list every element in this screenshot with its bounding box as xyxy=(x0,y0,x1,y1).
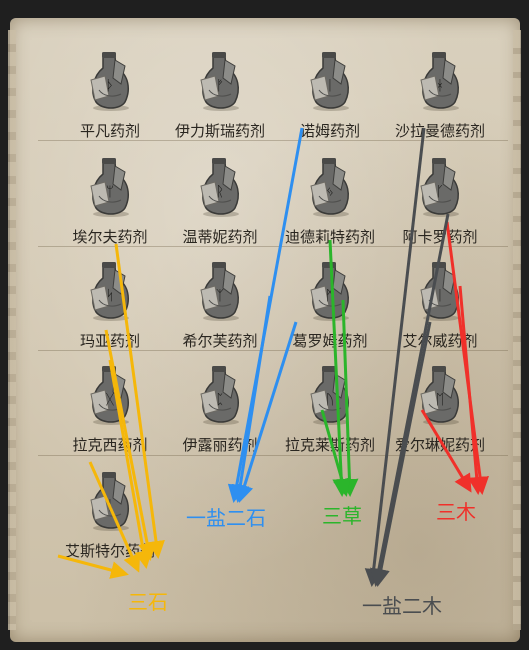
potion-name-label: 迪德莉特药剂 xyxy=(284,228,375,246)
potion-bottle-icon: ᛉ xyxy=(200,262,239,321)
potion-bottle-icon: ᛗ xyxy=(310,262,349,321)
potion-bottle-icon: ᚷ xyxy=(90,366,129,425)
potion-name-label: 埃尔夫药剂 xyxy=(72,228,148,246)
group-label-three-herb: 三草 xyxy=(322,504,362,528)
potion-slot[interactable]: ᛃ 迪德莉特药剂 xyxy=(275,148,385,252)
group-label-three-wood: 三木 xyxy=(436,500,476,524)
group-label-salt-two-stone: 一盐二石 xyxy=(186,506,266,530)
group-label-salt-two-wood: 一盐二木 xyxy=(362,594,442,618)
potion-rune-glyph: ᚴ xyxy=(436,184,444,200)
potion-name-label: 沙拉曼德药剂 xyxy=(394,122,485,140)
potion-slot[interactable]: ᚴ 阿卡罗药剂 xyxy=(385,148,495,252)
parchment-right-edge xyxy=(513,30,521,630)
potion-bottle-icon: ᚦ xyxy=(90,52,129,111)
potion-bottle-icon: ᚢ xyxy=(310,366,349,425)
potion-bottle-icon: ᛈ xyxy=(200,366,239,425)
potion-rune-glyph: ᛋ xyxy=(106,288,114,304)
potion-slot[interactable]: ᚼ 沙拉曼德药剂 xyxy=(385,42,495,146)
potion-name-label: 阿卡罗药剂 xyxy=(402,228,478,246)
potion-bottle-icon: ᚠ xyxy=(200,52,239,111)
potion-rune-glyph: ᛈ xyxy=(216,392,224,408)
potion-bottle-icon: ᛋ xyxy=(90,262,129,321)
potion-name-label: 艾尔威药剂 xyxy=(402,332,478,350)
potion-bottle-icon: ᛖ xyxy=(420,366,459,425)
potion-bottle-icon: ᚼ xyxy=(420,52,459,111)
potion-bottle-icon: ᚴ xyxy=(420,158,459,217)
potion-rune-glyph: ᛉ xyxy=(216,288,224,304)
potion-name-label: 爱尔琳妮药剂 xyxy=(394,436,485,454)
potion-rune-glyph: ᛗ xyxy=(326,288,334,304)
potion-bottle-icon: ᚾ xyxy=(90,472,129,531)
potion-bottle-icon: ᛁ xyxy=(310,52,349,111)
potion-slot[interactable]: ᛁ 艾尔威药剂 xyxy=(385,252,495,356)
potion-slot[interactable]: ᚾ 艾斯特尔药剂 xyxy=(55,462,165,566)
potion-bottle-icon: ᛁ xyxy=(420,262,459,321)
potion-rune-glyph: ᚼ xyxy=(436,78,444,94)
parchment-left-edge xyxy=(8,30,16,630)
potion-rune-glyph: ᚦ xyxy=(106,78,114,94)
potion-rune-glyph: ᚾ xyxy=(106,498,114,514)
potion-rune-glyph: ᚢ xyxy=(326,392,334,408)
potion-rune-glyph: ᚱ xyxy=(216,184,224,200)
group-label-three-stone: 三石 xyxy=(128,590,168,614)
potion-slot[interactable]: ᚦ 平凡药剂 xyxy=(55,42,165,146)
potion-rune-glyph: ᛁ xyxy=(326,78,334,94)
potion-name-label: 平凡药剂 xyxy=(79,122,140,140)
potion-rune-glyph: ᛁ xyxy=(436,288,444,304)
potion-rune-glyph: ᛘ xyxy=(106,184,114,200)
potion-slot[interactable]: ᛖ 爱尔琳妮药剂 xyxy=(385,356,495,460)
potion-rune-glyph: ᛖ xyxy=(436,392,444,408)
potion-rune-glyph: ᛃ xyxy=(326,184,334,200)
potion-slot[interactable]: ᛁ 诺姆药剂 xyxy=(275,42,385,146)
potion-name-label: 艾斯特尔药剂 xyxy=(64,542,155,560)
potion-slot[interactable]: ᛘ 埃尔夫药剂 xyxy=(55,148,165,252)
potion-name-label: 诺姆药剂 xyxy=(299,122,360,140)
potion-bottle-icon: ᛘ xyxy=(90,158,129,217)
potion-rune-glyph: ᚠ xyxy=(216,78,224,94)
potion-bottle-icon: ᚱ xyxy=(200,158,239,217)
potion-bottle-icon: ᛃ xyxy=(310,158,349,217)
potion-rune-glyph: ᚷ xyxy=(106,392,115,408)
